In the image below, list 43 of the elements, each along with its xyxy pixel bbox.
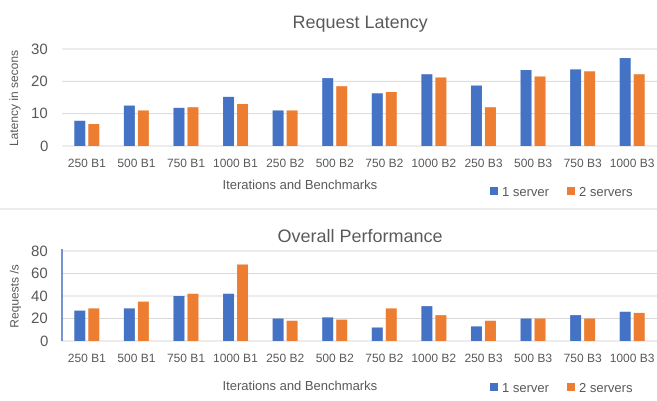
chart-title: Request Latency (292, 13, 428, 31)
category-label: 1000 B1 (213, 352, 258, 364)
category-label: 250 B3 (464, 157, 502, 169)
chart-title: Overall Performance (278, 227, 443, 245)
category-label: 750 B3 (564, 157, 602, 169)
category-label: 250 B1 (68, 157, 106, 169)
category-label: 1000 B3 (610, 352, 654, 364)
category-label: 500 B3 (514, 157, 552, 169)
category-label: 750 B1 (166, 352, 205, 364)
category-label: 1000 B2 (411, 157, 456, 169)
category-label: 1000 B2 (411, 352, 456, 364)
category-label: 750 B1 (166, 157, 205, 169)
axis-title: Iterations and Benchmarks (222, 378, 378, 392)
axis-title: Iterations and Benchmarks (222, 178, 378, 190)
legend-label: 2 servers (579, 380, 632, 394)
category-label: 500 B1 (117, 352, 156, 364)
legend-label: 2 servers (579, 184, 632, 198)
category-label: 1000 B3 (610, 157, 654, 169)
axis-title: Latency in secons (8, 49, 20, 146)
category-label: 750 B3 (564, 352, 602, 364)
legend-label: 1 server (502, 380, 549, 394)
tick-label: 30 (31, 42, 48, 56)
category-label: 250 B2 (266, 352, 304, 364)
tick-label: 10 (31, 106, 48, 122)
tick-label: 20 (31, 74, 48, 89)
tick-label: 0 (40, 334, 48, 348)
category-label: 500 B1 (117, 157, 156, 169)
category-label: 1000 B1 (213, 157, 258, 169)
category-label: 750 B2 (365, 352, 404, 364)
tick-label: 40 (31, 288, 48, 304)
category-label: 250 B1 (68, 352, 106, 364)
tick-label: 80 (31, 244, 48, 258)
tick-label: 60 (31, 266, 48, 281)
tick-label: 0 (40, 138, 48, 154)
tick-label: 20 (31, 311, 48, 326)
category-label: 500 B3 (514, 352, 552, 364)
legend-label: 1 server (502, 184, 549, 198)
category-label: 500 B2 (316, 352, 354, 364)
category-label: 750 B2 (365, 157, 404, 169)
category-label: 500 B2 (316, 157, 354, 169)
axis-title: Requests /s (8, 264, 20, 328)
category-label: 250 B2 (266, 157, 304, 169)
category-label: 250 B3 (464, 352, 502, 364)
